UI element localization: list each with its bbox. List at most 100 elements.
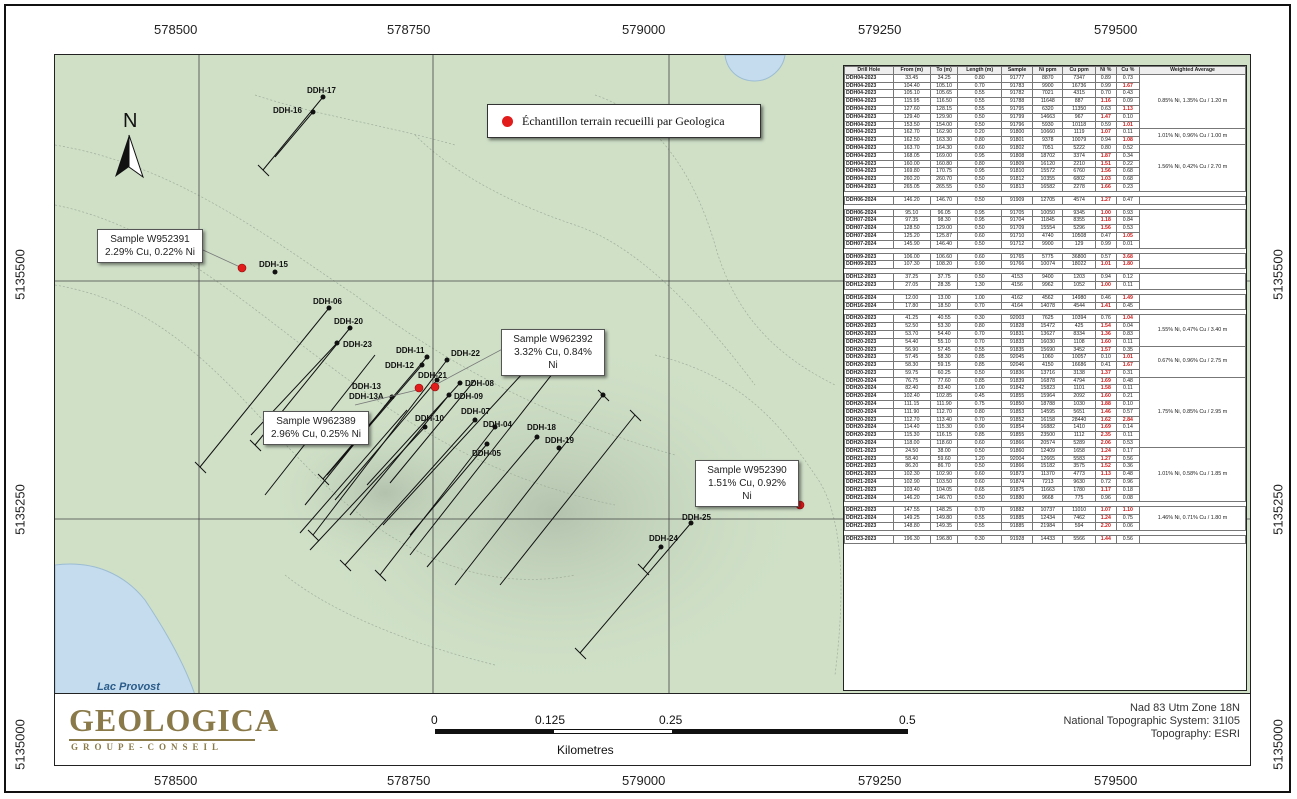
- table-cell: 0.70: [957, 337, 1002, 347]
- logo-divider: [69, 739, 255, 741]
- table-cell: 97.35: [892, 216, 931, 226]
- table-cell: 86.20: [892, 462, 931, 472]
- table-cell: 1.03: [1094, 175, 1117, 184]
- table-cell: 103.50: [929, 478, 959, 487]
- table-cell: 57.45: [929, 345, 959, 355]
- table-cell: 1.88: [1094, 400, 1117, 409]
- table-cell: 91835: [1000, 345, 1034, 355]
- table-cell: DDH20-2023: [844, 345, 894, 355]
- table-cell: 0.84: [1115, 216, 1141, 226]
- table-cell: 91800: [1000, 128, 1034, 138]
- table-cell: 149.25: [892, 514, 931, 524]
- table-cell: 15964: [1032, 392, 1064, 402]
- label-ddh-25: DDH-25: [682, 513, 711, 522]
- table-cell: 91873: [1000, 470, 1034, 480]
- table-cell: DDH09-2023: [844, 260, 894, 270]
- table-cell: 91795: [1000, 104, 1034, 114]
- table-cell: 1.57: [1094, 345, 1117, 355]
- table-cell: DDH21-2023: [844, 506, 894, 516]
- table-cell: 0.96: [1115, 478, 1141, 487]
- table-cell: DDH21-2023: [844, 446, 894, 456]
- north-label: N: [123, 110, 137, 132]
- weighted-average-cell: [1139, 534, 1246, 544]
- table-cell: 146.70: [929, 493, 959, 503]
- table-header-cell: From (m): [892, 66, 931, 75]
- table-cell: DDH04-2023: [844, 182, 894, 192]
- table-cell: 0.70: [957, 506, 1002, 516]
- table-cell: 102.30: [892, 470, 931, 480]
- table-cell: 16120: [1032, 159, 1064, 169]
- table-spacer: [844, 309, 1246, 316]
- table-cell: 0.60: [957, 231, 1002, 241]
- table-cell: 37.25: [892, 273, 931, 282]
- table-cell: DDH09-2023: [844, 252, 894, 262]
- table-cell: 0.06: [1115, 522, 1141, 531]
- table-cell: 91866: [1000, 462, 1034, 472]
- table-cell: 56.90: [892, 345, 931, 355]
- table-cell: 91828: [1000, 322, 1034, 331]
- table-cell: 2210: [1062, 159, 1096, 169]
- table-cell: 0.46: [1094, 293, 1117, 303]
- table-cell: 129: [1062, 239, 1096, 249]
- table-cell: 0.75: [1115, 514, 1141, 524]
- table-spacer: [844, 501, 1246, 508]
- table-cell: 1.01: [1115, 353, 1141, 363]
- table-cell: 0.55: [957, 89, 1002, 99]
- table-cell: 1.67: [1115, 81, 1141, 91]
- table-cell: 9378: [1032, 136, 1064, 145]
- table-cell: 1.18: [1094, 216, 1117, 226]
- table-cell: 0.52: [1115, 143, 1141, 153]
- table-cell: 77.60: [929, 376, 959, 386]
- table-cell: 0.70: [957, 81, 1002, 91]
- table-cell: DDH20-2024: [844, 400, 894, 409]
- map-frame: 578500 578750 579000 579250 579500 57850…: [4, 4, 1291, 793]
- table-cell: 11648: [1032, 97, 1064, 106]
- table-cell: 12665: [1032, 454, 1064, 464]
- weighted-average-cell: 1.01% Ni, 0.58% Cu / 1.85 m: [1139, 446, 1246, 503]
- scale-label-2: 0.25: [659, 713, 683, 727]
- table-cell: 0.10: [1115, 400, 1141, 409]
- table-cell: DDH12-2023: [844, 280, 894, 290]
- table-cell: 0.45: [957, 392, 1002, 402]
- table-cell: 0.10: [1094, 353, 1117, 363]
- table-cell: 57.45: [892, 353, 931, 363]
- sample-w962389: [414, 383, 424, 393]
- table-cell: 10074: [1032, 260, 1064, 270]
- table-cell: DDH20-2023: [844, 353, 894, 363]
- table-cell: 104.05: [929, 485, 959, 495]
- table-header-cell: Weighted Average: [1139, 66, 1246, 75]
- table-cell: 91782: [1000, 89, 1034, 99]
- label-ddh-15: DDH-15: [259, 260, 288, 269]
- table-cell: DDH20-2023: [844, 314, 894, 324]
- x-tick-top-0: 578500: [154, 22, 198, 37]
- table-cell: 775: [1062, 493, 1096, 503]
- map-area[interactable]: DDH-17 DDH-16 DDH-15 DDH-06 DDH-20 DDH-2…: [54, 54, 1251, 694]
- table-cell: 91796: [1000, 120, 1034, 130]
- table-cell: 18788: [1032, 400, 1064, 409]
- table-cell: 105.10: [892, 89, 931, 99]
- table-cell: 2092: [1062, 392, 1096, 402]
- table-cell: 0.95: [957, 167, 1002, 177]
- table-cell: 95.10: [892, 208, 931, 218]
- table-cell: DDH04-2023: [844, 73, 894, 83]
- table-cell: 2.84: [1115, 415, 1141, 425]
- table-cell: 0.35: [1115, 345, 1141, 355]
- x-tick-top-4: 579500: [1094, 22, 1138, 37]
- table-cell: 9962: [1032, 280, 1064, 290]
- table-cell: 91712: [1000, 239, 1034, 249]
- table-cell: 1.13: [1094, 470, 1117, 480]
- table-cell: 2278: [1062, 182, 1096, 192]
- table-header-cell: Length (m): [957, 66, 1002, 75]
- table-cell: 15182: [1032, 462, 1064, 472]
- table-cell: 0.68: [1115, 175, 1141, 184]
- scale-label-3: 0.5: [899, 713, 916, 727]
- table-cell: 12.00: [892, 293, 931, 303]
- label-ddh-05: DDH-05: [472, 449, 501, 458]
- table-cell: 7021: [1032, 89, 1064, 99]
